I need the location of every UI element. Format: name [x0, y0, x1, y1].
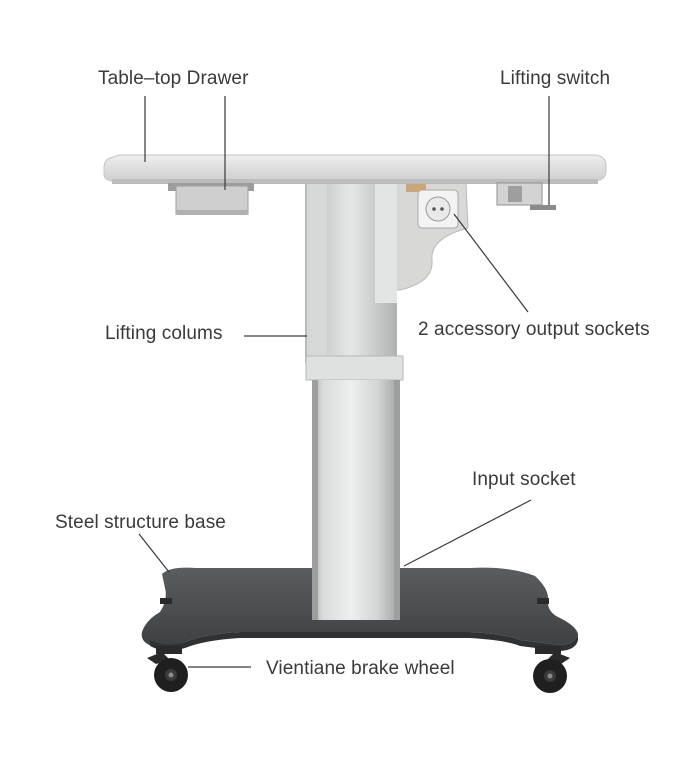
lifting-column: [305, 183, 404, 620]
leader-lines: [138, 96, 550, 668]
tabletop-drawer: [168, 183, 254, 215]
label-output-sockets: 2 accessory output sockets: [418, 319, 650, 340]
lifting-switch: [496, 182, 556, 210]
table-top: [103, 154, 607, 184]
label-steel-base: Steel structure base: [55, 512, 226, 533]
base-feet: [160, 598, 549, 604]
label-table-top-drawer: Table–top Drawer: [98, 68, 249, 89]
label-brake-wheel: Vientiane brake wheel: [266, 658, 455, 679]
leader-sockets: [453, 213, 529, 313]
leader-base: [138, 533, 170, 573]
brake-wheel-left: [147, 646, 188, 692]
label-input-socket: Input socket: [472, 469, 576, 490]
label-lifting-columns: Lifting colums: [105, 323, 223, 344]
brake-wheel-right: [533, 646, 570, 693]
label-lifting-switch: Lifting switch: [500, 68, 611, 89]
leader-input: [403, 499, 532, 567]
